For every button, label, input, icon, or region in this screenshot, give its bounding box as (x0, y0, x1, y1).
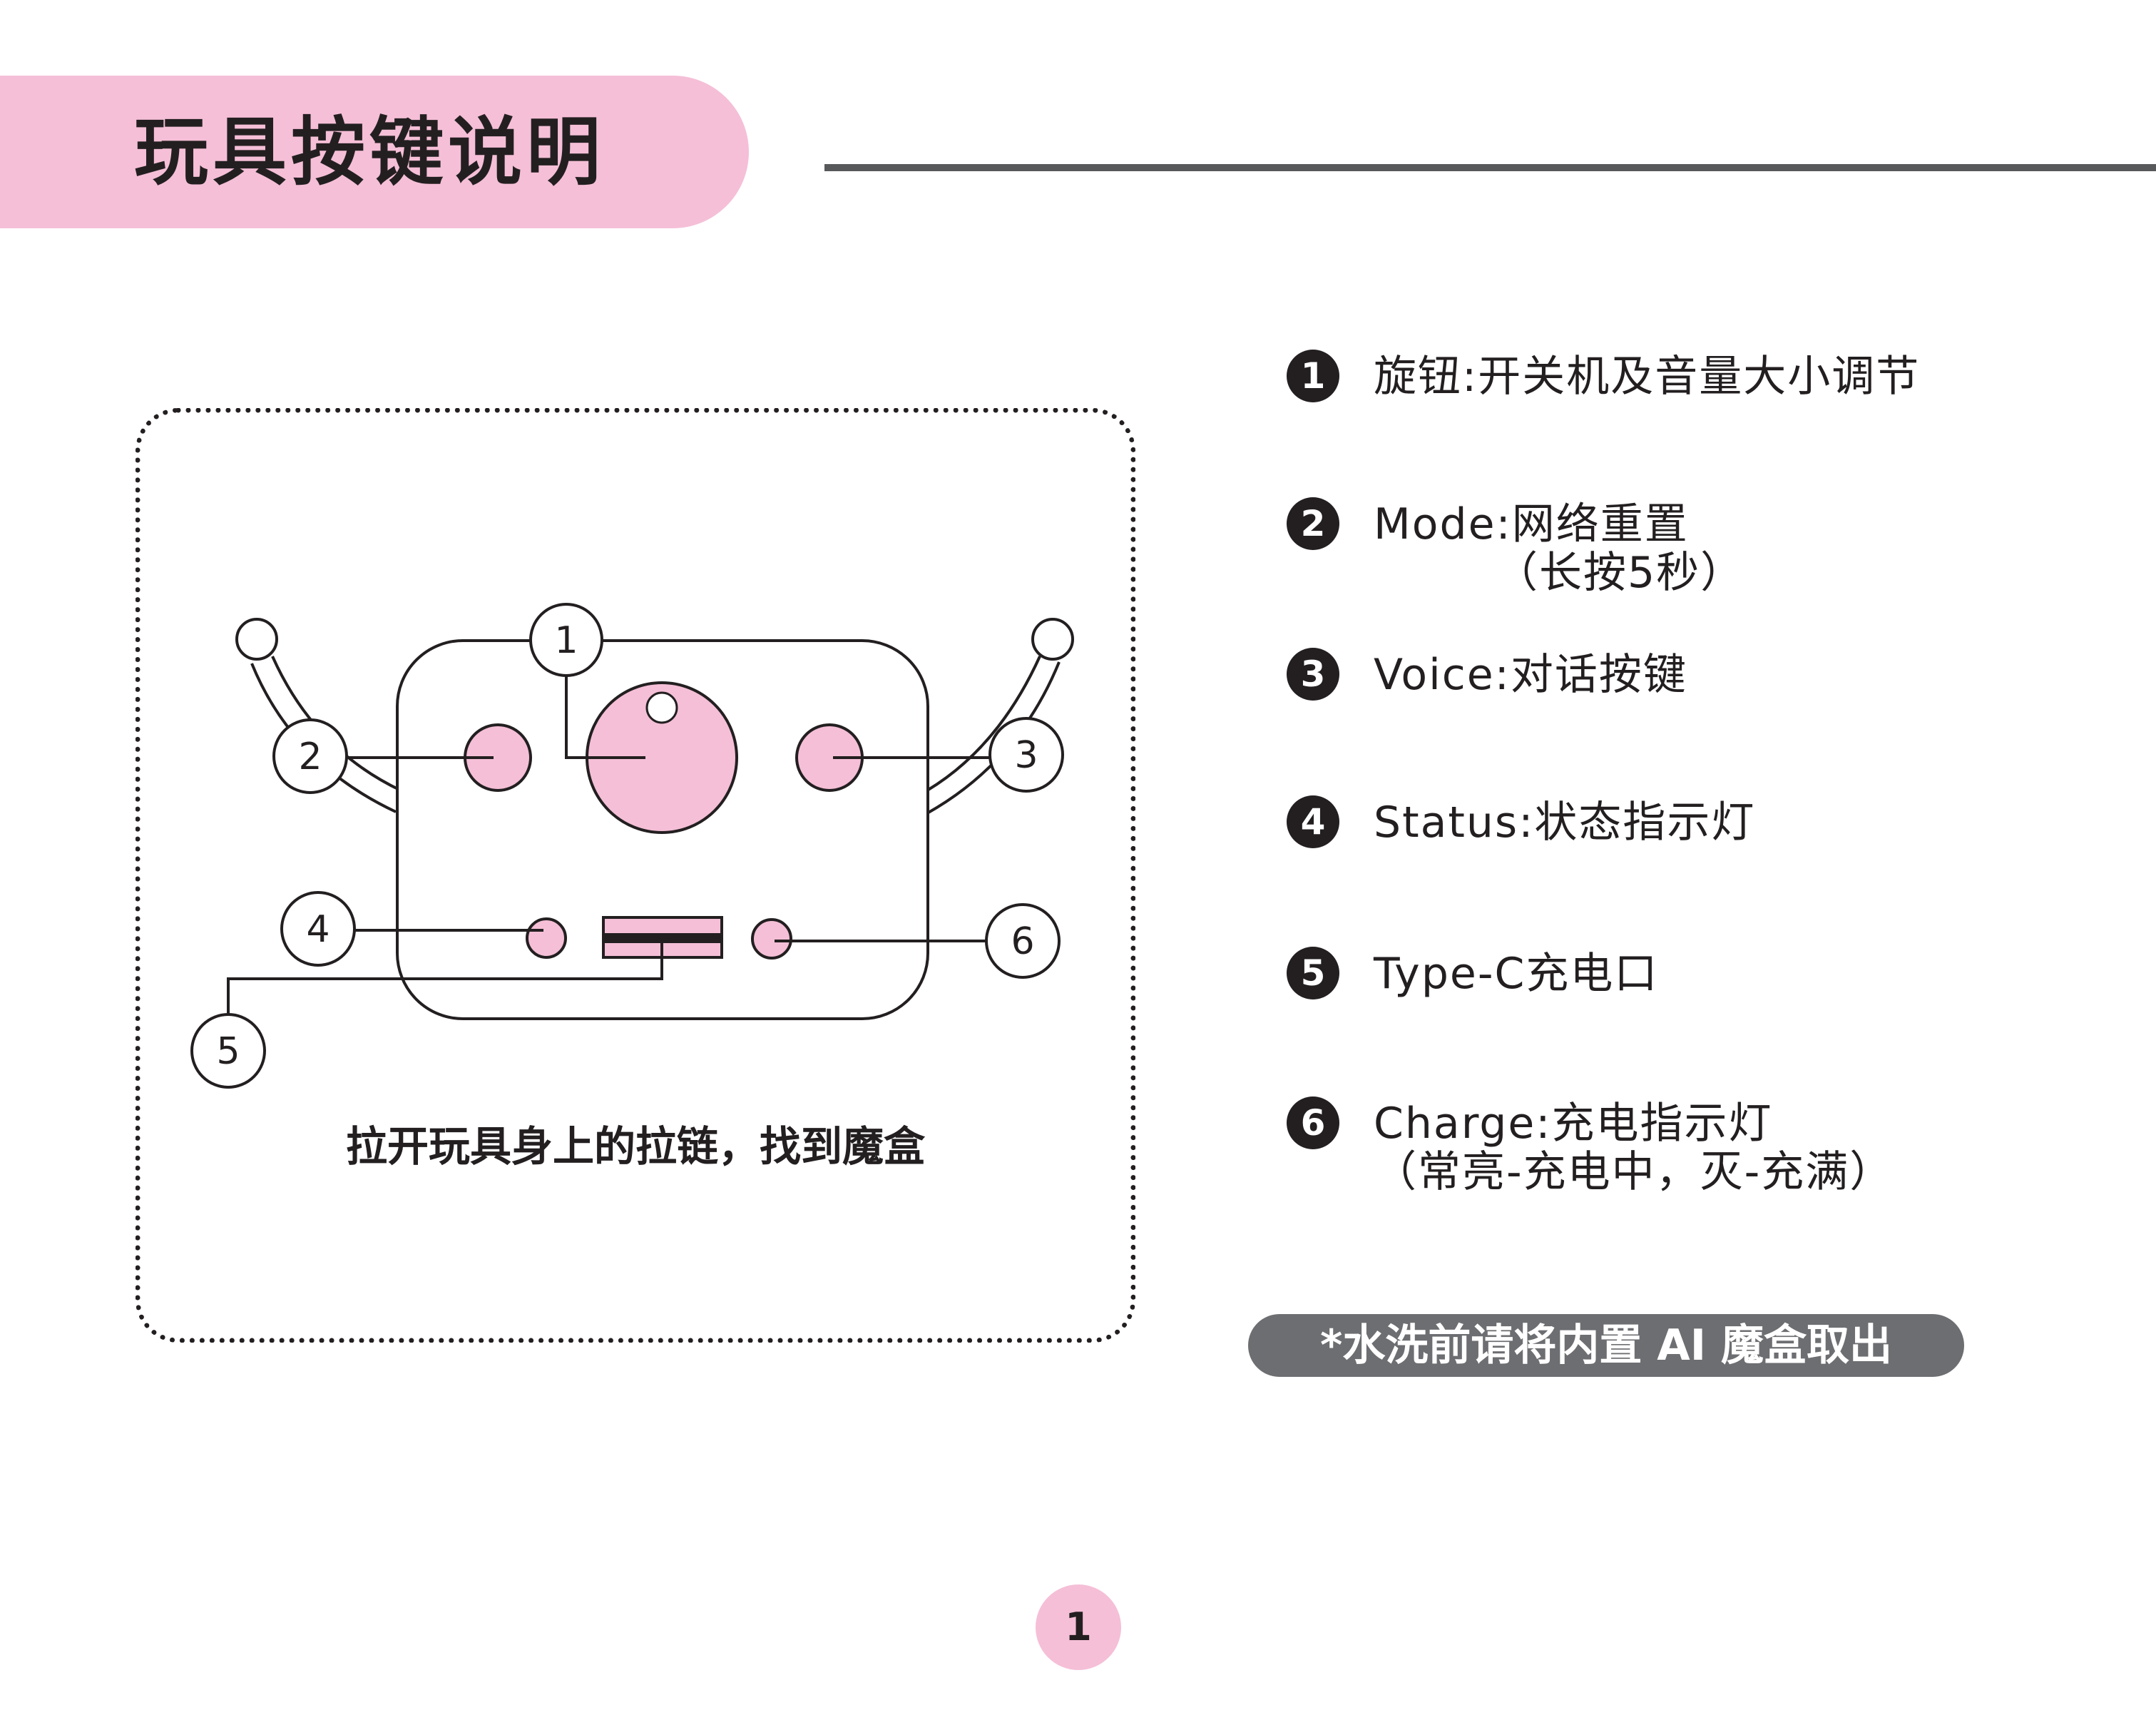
right-antenna-inner (926, 656, 1041, 792)
legend-badge-6: 6 (1287, 1096, 1339, 1149)
diagram-panel (136, 408, 1135, 1343)
legend-badge-2: 2 (1287, 497, 1339, 550)
left-antenna-ball (235, 618, 278, 661)
page-title: 玩具按键说明 (134, 108, 606, 195)
charge-indicator (751, 918, 792, 960)
legend-badge-1: 1 (1287, 350, 1339, 402)
leader-line-1 (565, 675, 645, 759)
callout-4-label: 4 (306, 908, 329, 951)
leader-line-5 (227, 940, 663, 1014)
legend-text-1: 旋钮:开关机及音量大小调节 (1374, 352, 1921, 402)
legend-text-2: Mode:网络重置 (1374, 499, 1689, 549)
callout-6-label: 6 (1011, 920, 1034, 963)
knob-highlight (645, 691, 678, 724)
legend-sub-6: （常亮-充电中，灭-充满） (1374, 1147, 1894, 1197)
page-number: 1 (1036, 1584, 1121, 1670)
callout-1-label: 1 (554, 619, 578, 662)
status-indicator (526, 917, 567, 959)
callout-4: 4 (280, 891, 356, 967)
callout-6: 6 (985, 903, 1061, 979)
title-banner (0, 76, 749, 228)
washing-notice: *水洗前请将内置 AI 魔盒取出 (1248, 1314, 1964, 1377)
legend-badge-4: 4 (1287, 795, 1339, 848)
legend-badge-3: 3 (1287, 648, 1339, 701)
title-divider (824, 164, 2156, 171)
legend-text-5: Type-C充电口 (1374, 949, 1659, 999)
callout-2-label: 2 (298, 736, 322, 778)
legend-badge-5: 5 (1287, 947, 1339, 999)
legend-text-6: Charge:充电指示灯 (1374, 1099, 1773, 1149)
right-antenna-ball (1031, 618, 1074, 661)
callout-2: 2 (272, 718, 348, 794)
callout-3-label: 3 (1014, 734, 1038, 777)
callout-3: 3 (988, 717, 1064, 793)
type-c-port-slot (603, 933, 722, 943)
legend-sub-2: （长按5秒） (1495, 548, 1745, 598)
callout-5-label: 5 (216, 1030, 240, 1073)
callout-1: 1 (529, 603, 603, 677)
legend-text-4: Status:状态指示灯 (1374, 798, 1756, 848)
callout-5: 5 (190, 1013, 266, 1089)
legend-text-3: Voice:对话按键 (1374, 650, 1687, 700)
diagram-caption: 拉开玩具身上的拉链，找到魔盒 (345, 1122, 925, 1171)
device-diagram: 1 2 3 4 5 6 (190, 603, 1074, 1089)
